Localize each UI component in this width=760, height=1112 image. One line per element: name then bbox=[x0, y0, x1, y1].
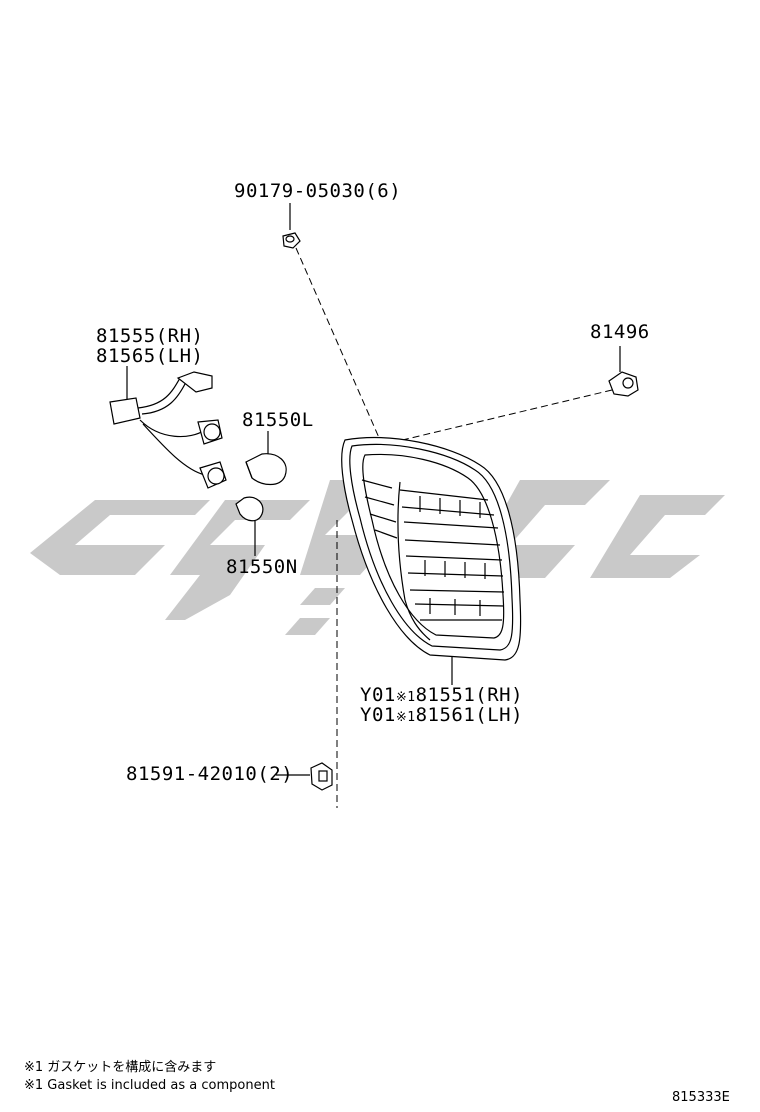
leader-lines bbox=[126, 203, 621, 776]
screw-dashed-line bbox=[295, 247, 381, 441]
screw-part bbox=[282, 232, 301, 249]
lamp-lh-label: Y01※181561(LH) bbox=[360, 705, 523, 728]
screw-label: 90179-05030(6) bbox=[234, 180, 402, 202]
socket-rh-label: 81555(RH) bbox=[96, 325, 204, 347]
note-japanese: ※1 ガスケットを構成に含みます bbox=[24, 1060, 217, 1075]
assembly-lines bbox=[295, 247, 613, 808]
note-english: ※1 Gasket is included as a component bbox=[24, 1078, 275, 1093]
lamp-lh-number: 81561(LH) bbox=[415, 704, 524, 726]
lamp-rh-mark: ※1 bbox=[395, 690, 416, 705]
gasket-part bbox=[310, 762, 333, 791]
lamp-rh-prefix: Y01 bbox=[360, 684, 396, 706]
bulb-l-label: 81550L bbox=[242, 409, 314, 431]
clip-part bbox=[608, 371, 639, 397]
clip-label: 81496 bbox=[590, 321, 650, 343]
lamp-rh-label: Y01※181551(RH) bbox=[360, 685, 523, 708]
lamp-lh-prefix: Y01 bbox=[360, 704, 396, 726]
socket-harness-part bbox=[109, 371, 227, 489]
socket-lh-label: 81565(LH) bbox=[96, 345, 204, 367]
bulb-n-label: 81550N bbox=[226, 556, 298, 578]
lamp-lh-mark: ※1 bbox=[395, 710, 416, 725]
bulb-n-part bbox=[235, 496, 264, 522]
tail-lamp-part bbox=[341, 437, 522, 661]
figure-number: 815333E bbox=[672, 1090, 730, 1105]
bulb-l-part bbox=[245, 453, 287, 486]
clip-dashed-line bbox=[389, 389, 613, 444]
lamp-rh-number: 81551(RH) bbox=[415, 684, 524, 706]
gasket-label: 81591-42010(2) bbox=[126, 763, 294, 785]
